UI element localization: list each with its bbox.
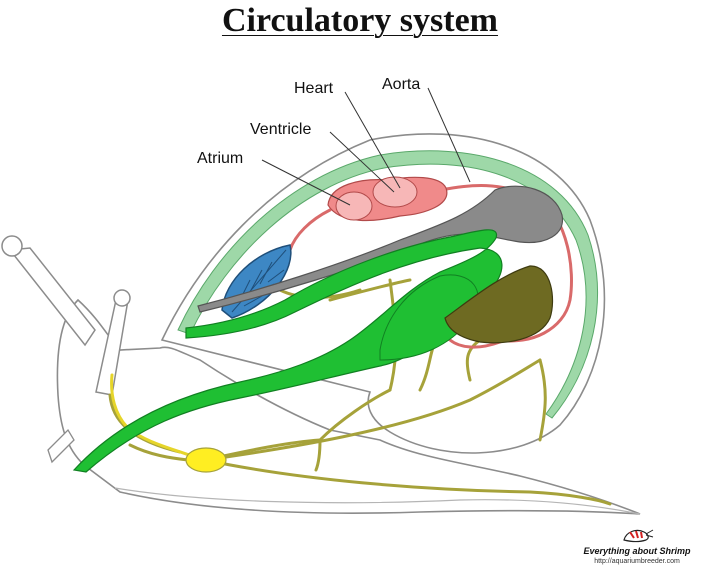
ventricle-label: Ventricle — [250, 121, 311, 138]
stomach — [379, 274, 479, 361]
nerve-foot — [203, 458, 612, 506]
nerve-up-3 — [465, 338, 482, 382]
mouth-tentacle — [47, 428, 75, 464]
nerve-network — [108, 278, 612, 506]
vessel-lower — [448, 338, 502, 349]
blood-vessels — [288, 184, 573, 349]
heart-ventricle — [372, 176, 418, 208]
nerve-head — [128, 443, 190, 462]
mantle-band — [177, 150, 598, 419]
heart-label: Heart — [294, 80, 334, 97]
nerve-main — [203, 358, 542, 462]
brand-url: http://aquariumbreeder.com — [594, 558, 680, 565]
ganglion — [185, 447, 227, 473]
nerve-shell — [538, 358, 547, 442]
vessel-to-lung — [288, 208, 332, 252]
aorta-leader — [427, 87, 471, 183]
digestive-tract — [72, 229, 503, 473]
heart-leader — [344, 91, 401, 189]
digestive-gland — [444, 265, 554, 344]
nerve-ventral — [318, 388, 392, 442]
brand-name: Everything about Shrimp — [583, 546, 691, 556]
leader-lines — [261, 87, 471, 206]
nerve-lung-2 — [328, 278, 412, 302]
heart-atrium — [335, 191, 373, 221]
vessel-aorta-loop — [438, 184, 573, 343]
diagram-title-text: Circulatory system — [221, 2, 499, 39]
shrimp-logo-icon — [623, 529, 654, 543]
nerve-tail — [314, 438, 322, 472]
atrium-leader — [261, 159, 351, 206]
aorta-label: Aorta — [382, 76, 420, 93]
upper-tentacle — [8, 247, 96, 347]
foot-sole-line — [114, 487, 641, 515]
brand-watermark: Everything about Shrimp http://aquariumb… — [562, 526, 712, 572]
atrium-label: Atrium — [197, 150, 243, 167]
upper-tentacle-eye — [1, 235, 23, 257]
diagram-title: Circulatory system — [0, 2, 720, 40]
lower-tentacle-eye — [113, 289, 131, 307]
ventricle-leader — [329, 131, 395, 193]
